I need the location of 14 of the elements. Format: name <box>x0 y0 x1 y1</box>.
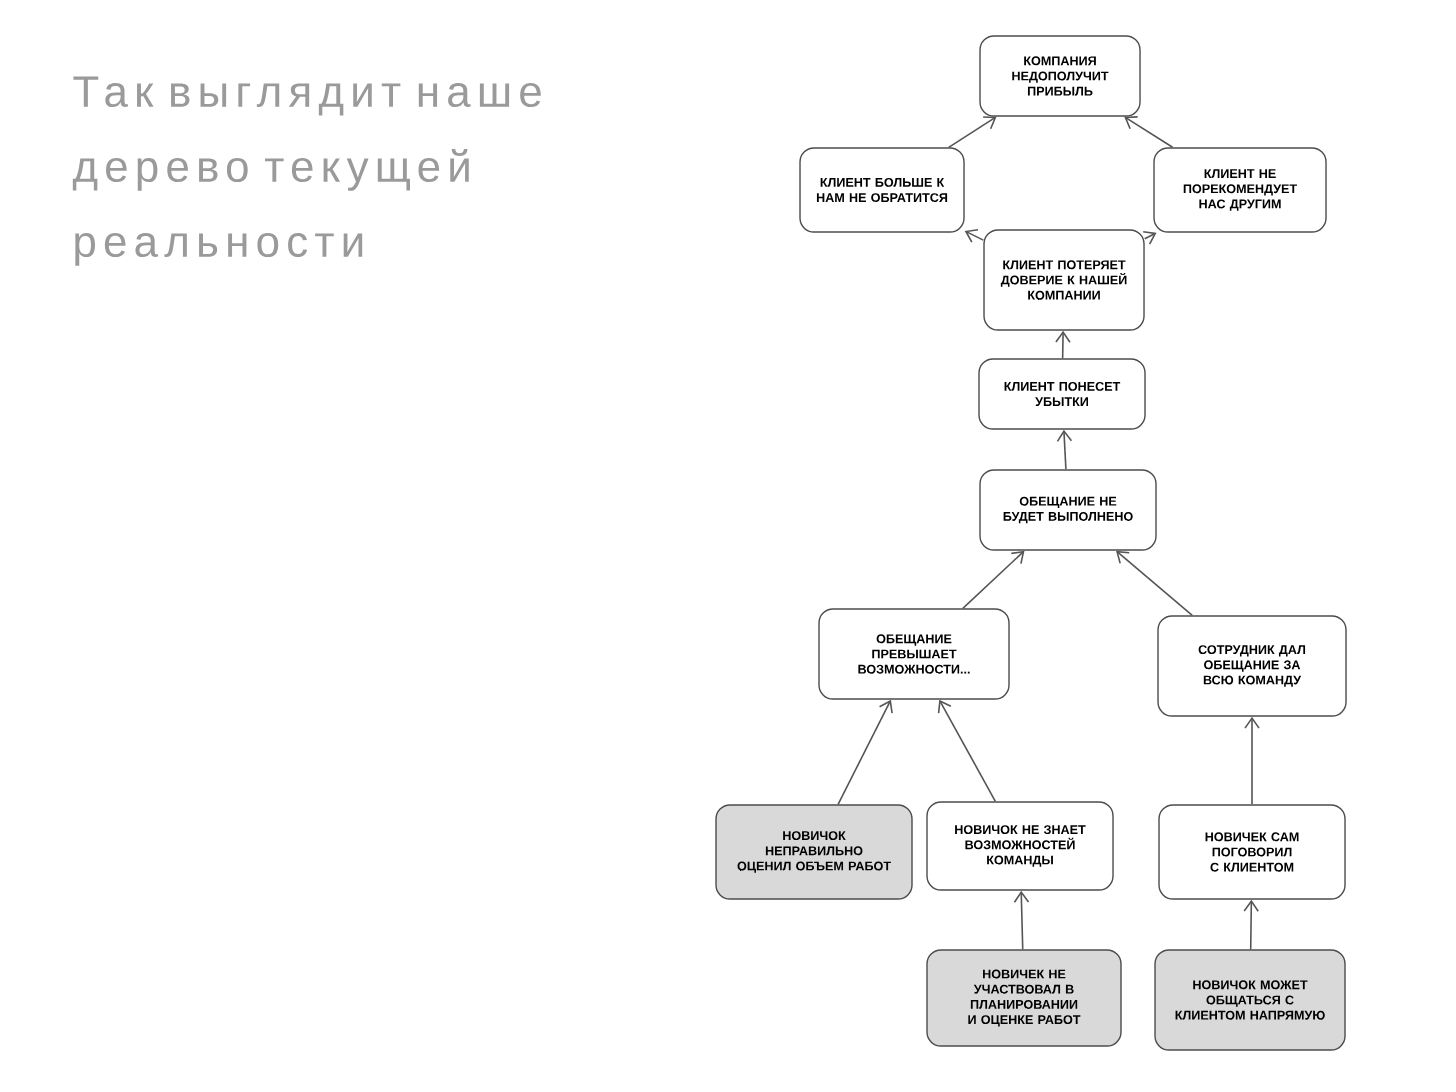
arrow <box>962 550 1025 610</box>
arrow <box>937 699 997 803</box>
arrow <box>837 699 893 806</box>
arrow <box>1013 890 1030 951</box>
arrow <box>964 228 985 244</box>
arrow <box>1116 550 1194 617</box>
arrow <box>1243 899 1259 951</box>
arrow <box>1055 330 1071 360</box>
arrow <box>1244 716 1260 806</box>
arrow <box>947 116 997 149</box>
arrow <box>1056 429 1073 471</box>
title: Так выглядит наше дерево текущей реальности <box>72 76 541 266</box>
arrow <box>1124 116 1174 149</box>
arrow <box>1142 230 1157 245</box>
